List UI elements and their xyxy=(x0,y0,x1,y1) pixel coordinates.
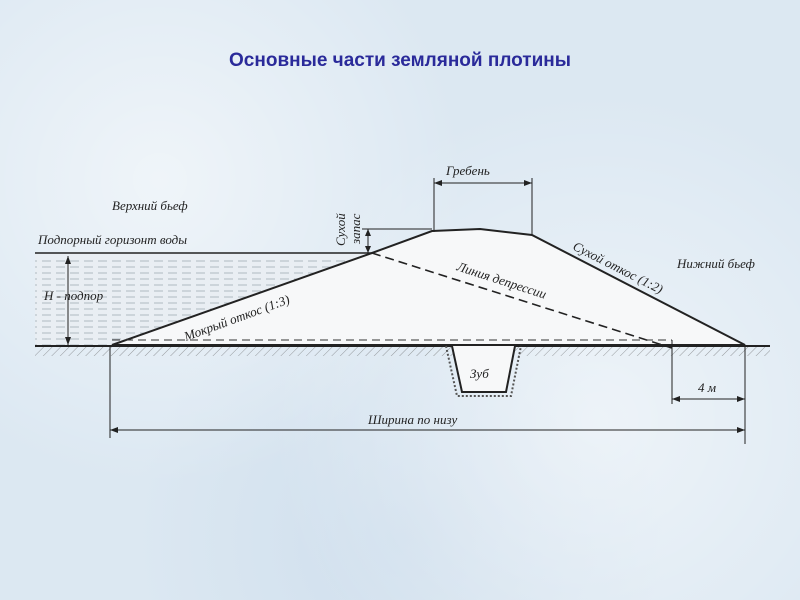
head-arrow-bottom xyxy=(65,337,71,345)
label-base-width: Ширина по низу xyxy=(367,412,457,427)
label-freeboard-2: запас xyxy=(348,213,363,245)
label-freeboard-1: Сухой xyxy=(333,213,348,246)
water-hatching xyxy=(35,256,364,345)
freeboard-arrow-top xyxy=(365,229,371,236)
base-arrow-left xyxy=(110,427,118,433)
label-downstream: Нижний бьеф xyxy=(676,256,755,271)
label-head: Н - подпор xyxy=(43,288,104,303)
label-upstream: Верхний бьеф xyxy=(112,198,188,213)
cutoff-trench xyxy=(451,345,516,393)
head-arrow-top xyxy=(65,256,71,264)
offset-arrow-left xyxy=(672,396,680,402)
label-crest: Гребень xyxy=(445,163,490,178)
label-offset: 4 м xyxy=(698,380,716,395)
label-water-level: Подпорный горизонт воды xyxy=(37,232,187,247)
depression-line xyxy=(371,252,673,349)
crest-arrow-left xyxy=(434,180,442,186)
offset-arrow-right xyxy=(737,396,745,402)
freeboard-arrow-bottom xyxy=(365,246,371,253)
ground-soil-hatch xyxy=(35,346,770,356)
page-title: Основные части земляной плотины xyxy=(229,50,571,71)
cutoff-trench-hatch xyxy=(445,345,522,397)
label-cutoff: Зуб xyxy=(470,366,489,381)
crest-arrow-right xyxy=(524,180,532,186)
base-arrow-right xyxy=(737,427,745,433)
